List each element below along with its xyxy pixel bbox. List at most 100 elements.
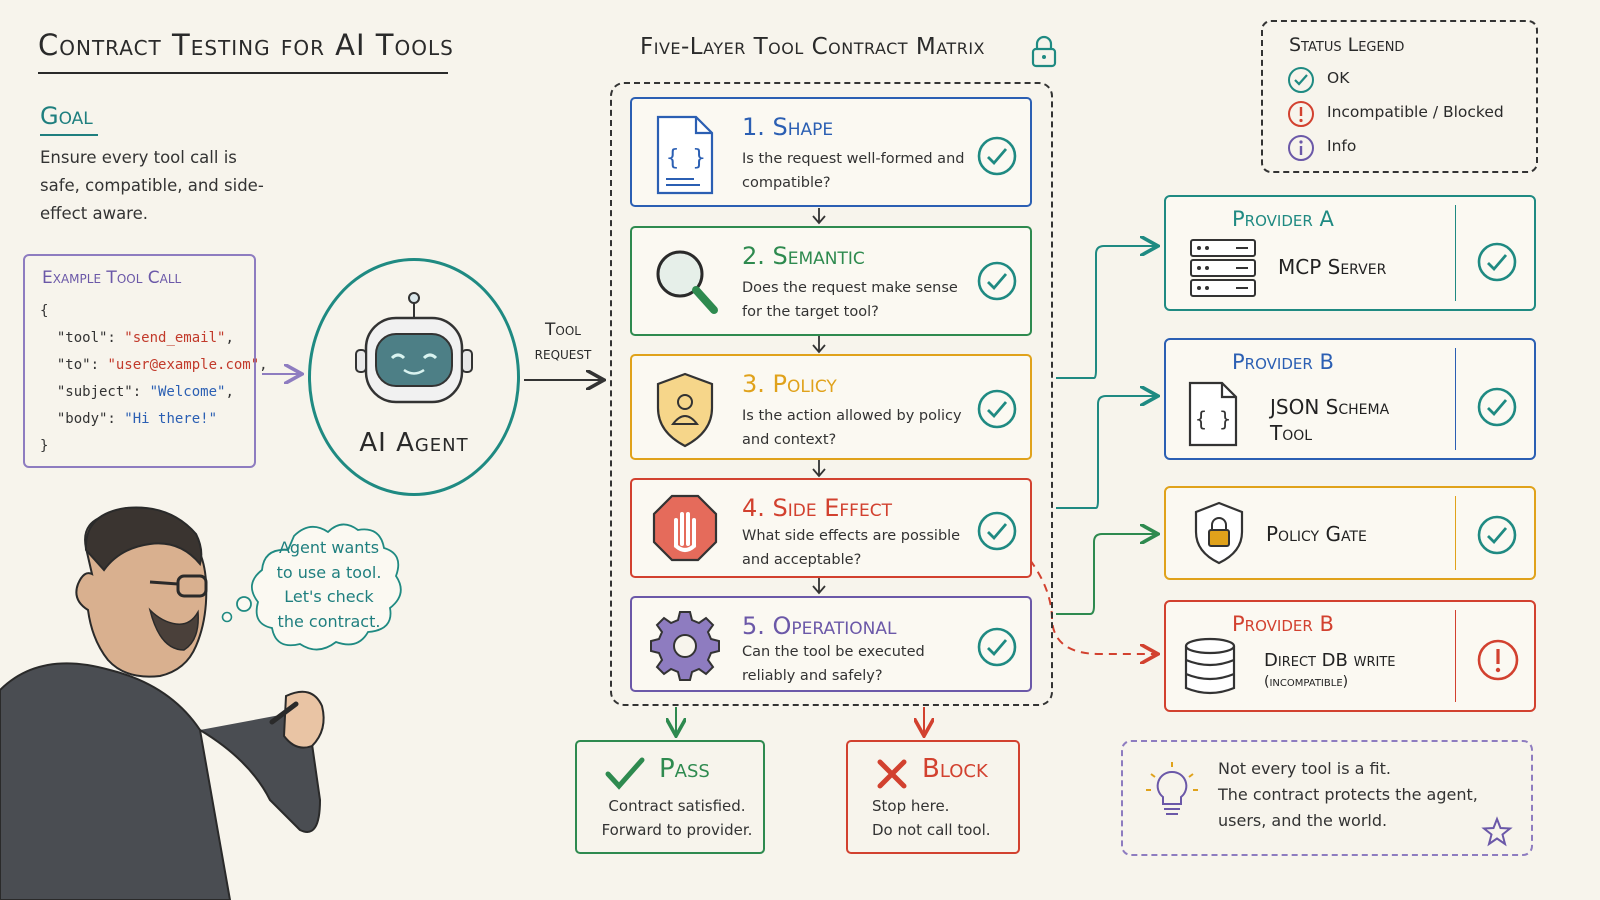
code-open-brace: { xyxy=(40,303,49,319)
tip-note: Not every tool is a fit. The contract pr… xyxy=(1121,740,1533,856)
tip-line-1: Not every tool is a fit. xyxy=(1218,759,1391,778)
provider-name: Policy Gate xyxy=(1266,522,1367,546)
code-value: "Hi there!" xyxy=(124,411,218,427)
page-title: Contract Testing for AI Tools xyxy=(38,28,454,62)
legend-item-ok: OK xyxy=(1287,66,1349,98)
layer-title: 2. Semantic xyxy=(742,242,865,270)
database-icon xyxy=(1184,637,1236,695)
check-circle-icon xyxy=(1477,515,1517,555)
direct-db-connector xyxy=(1029,559,1156,654)
check-circle-icon xyxy=(977,261,1017,301)
code-suffix: , xyxy=(225,384,234,400)
robot-icon xyxy=(355,292,473,404)
title-underline xyxy=(38,72,448,74)
check-circle-icon xyxy=(1477,242,1517,282)
check-mark-icon xyxy=(605,757,645,790)
code-suffix: , xyxy=(225,330,234,346)
thought-bubble xyxy=(251,523,402,651)
lightbulb-icon xyxy=(1146,762,1198,815)
lock-icon xyxy=(1031,35,1057,68)
layer-title: 5. Operational xyxy=(742,612,897,640)
thought-line-1: Agent wants xyxy=(278,538,380,557)
legend-item-blocked: Incompatible / Blocked xyxy=(1287,100,1504,132)
layer-title: 4. Side Effect xyxy=(742,494,892,522)
thought-text: Agent wants to use a tool. Let's check t… xyxy=(268,536,390,634)
legend-label: OK xyxy=(1327,69,1350,87)
legend-label: Info xyxy=(1327,137,1357,155)
policy-gate-connector xyxy=(1056,534,1156,615)
thought-line-2: to use a tool. xyxy=(276,562,382,582)
shield-user-icon xyxy=(656,372,714,448)
check-circle-icon xyxy=(977,511,1017,551)
thought-dots xyxy=(221,596,252,623)
layer-side-effect: 4. Side Effect What side effects are pos… xyxy=(630,478,1032,578)
code-key: "subject": xyxy=(56,384,150,400)
agent-node xyxy=(308,258,520,496)
layer-title: 1. Shape xyxy=(742,113,834,141)
tool-request-label: Tool request xyxy=(534,320,592,364)
block-line-1: Stop here. xyxy=(872,797,950,815)
code-line: "body": "Hi there!" xyxy=(40,406,268,433)
code-suffix: , xyxy=(259,357,268,373)
provider-divider xyxy=(1455,496,1456,570)
layer-4-5-arrow xyxy=(812,578,826,595)
svg-text:{ }: { } xyxy=(666,146,706,171)
check-circle-icon xyxy=(1477,387,1517,427)
legend-title: Status Legend xyxy=(1289,34,1405,56)
policy-gate-card: Policy Gate xyxy=(1164,486,1536,580)
check-circle-icon xyxy=(977,389,1017,429)
layer-desc: Is the request well-formed and compatibl… xyxy=(742,151,965,191)
person-illustration xyxy=(0,506,325,900)
alert-circle-icon xyxy=(1477,639,1519,681)
provider-divider xyxy=(1455,205,1456,301)
tool-call-heading: Example Tool Call xyxy=(42,268,182,288)
legend-label: Incompatible / Blocked xyxy=(1327,103,1504,121)
provider-a-connector xyxy=(1056,246,1156,379)
check-circle-icon xyxy=(1288,67,1314,93)
provider-a-card: Provider A MCP Server xyxy=(1164,195,1536,311)
layer-semantic: 2. Semantic Does the request make sense … xyxy=(630,226,1032,336)
agent-label: AI Agent xyxy=(359,428,469,458)
goal-underline xyxy=(40,134,98,136)
pass-line-1: Contract satisfied. xyxy=(608,797,746,815)
code-line: "tool": "send_email", xyxy=(40,325,268,352)
provider-name: Direct DB write xyxy=(1264,650,1396,671)
direct-db-card: Provider B Direct DB write (incompatible… xyxy=(1164,600,1536,712)
svg-text:{ }: { } xyxy=(1195,407,1231,431)
code-value: "user@example.com" xyxy=(107,357,260,373)
code-line: "to": "user@example.com", xyxy=(40,352,268,379)
goal-text: Ensure every tool call is safe, compatib… xyxy=(40,148,264,223)
stop-hand-icon xyxy=(652,494,718,562)
code-line: "subject": "Welcome", xyxy=(40,379,268,406)
provider-b-card: Provider B { } JSON Schema Tool xyxy=(1164,338,1536,460)
block-outcome: Block Stop here. Do not call tool. xyxy=(846,740,1020,854)
provider-title: Provider B xyxy=(1232,612,1334,636)
block-text: Stop here. Do not call tool. xyxy=(872,794,991,842)
json-doc-icon: { } xyxy=(1188,381,1238,447)
layer-desc: What side effects are possible and accep… xyxy=(742,528,961,568)
server-icon xyxy=(1190,239,1256,297)
code-value: "send_email" xyxy=(124,330,226,346)
x-mark-icon xyxy=(877,759,907,789)
layer-desc: Can the tool be executed reliably and sa… xyxy=(742,644,925,684)
layer-desc: Does the request make sense for the targ… xyxy=(742,280,958,320)
magnifier-icon xyxy=(656,250,718,314)
layer-policy: 3. Policy Is the action allowed by polic… xyxy=(630,354,1032,460)
tool-call-card xyxy=(23,254,256,468)
thought-line-3: Let's check xyxy=(284,587,374,606)
star-icon xyxy=(1481,816,1513,847)
provider-sub: (incompatible) xyxy=(1264,674,1349,690)
info-circle-icon xyxy=(1288,135,1314,161)
gear-icon xyxy=(650,611,720,681)
code-key: "to": xyxy=(56,357,108,373)
code-key: "body": xyxy=(56,411,125,427)
code-key: "tool": xyxy=(56,330,125,346)
thought-line-4: the contract. xyxy=(277,611,381,631)
goal-heading: Goal xyxy=(40,102,93,130)
layer-1-2-arrow xyxy=(812,208,826,225)
shield-lock-icon xyxy=(1194,501,1244,565)
code-value: "Welcome" xyxy=(149,384,226,400)
layer-title: 3. Policy xyxy=(742,370,837,398)
alert-circle-icon xyxy=(1288,101,1314,127)
